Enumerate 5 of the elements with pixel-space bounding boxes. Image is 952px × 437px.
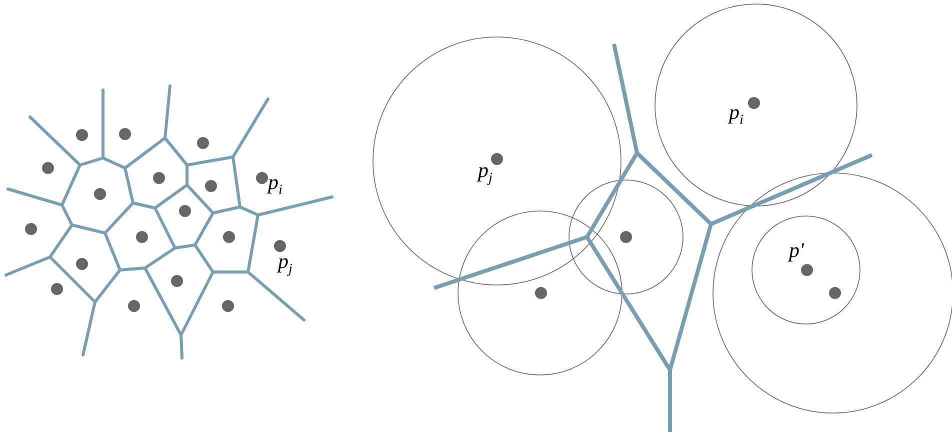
point-label: p$_{j}$: [278, 251, 292, 278]
point-label: p$_{j}$: [478, 160, 492, 186]
point-label: p′: [789, 240, 804, 261]
point-label: p$_{i}$: [268, 172, 282, 198]
point-label: p$_{i}$: [729, 102, 744, 128]
